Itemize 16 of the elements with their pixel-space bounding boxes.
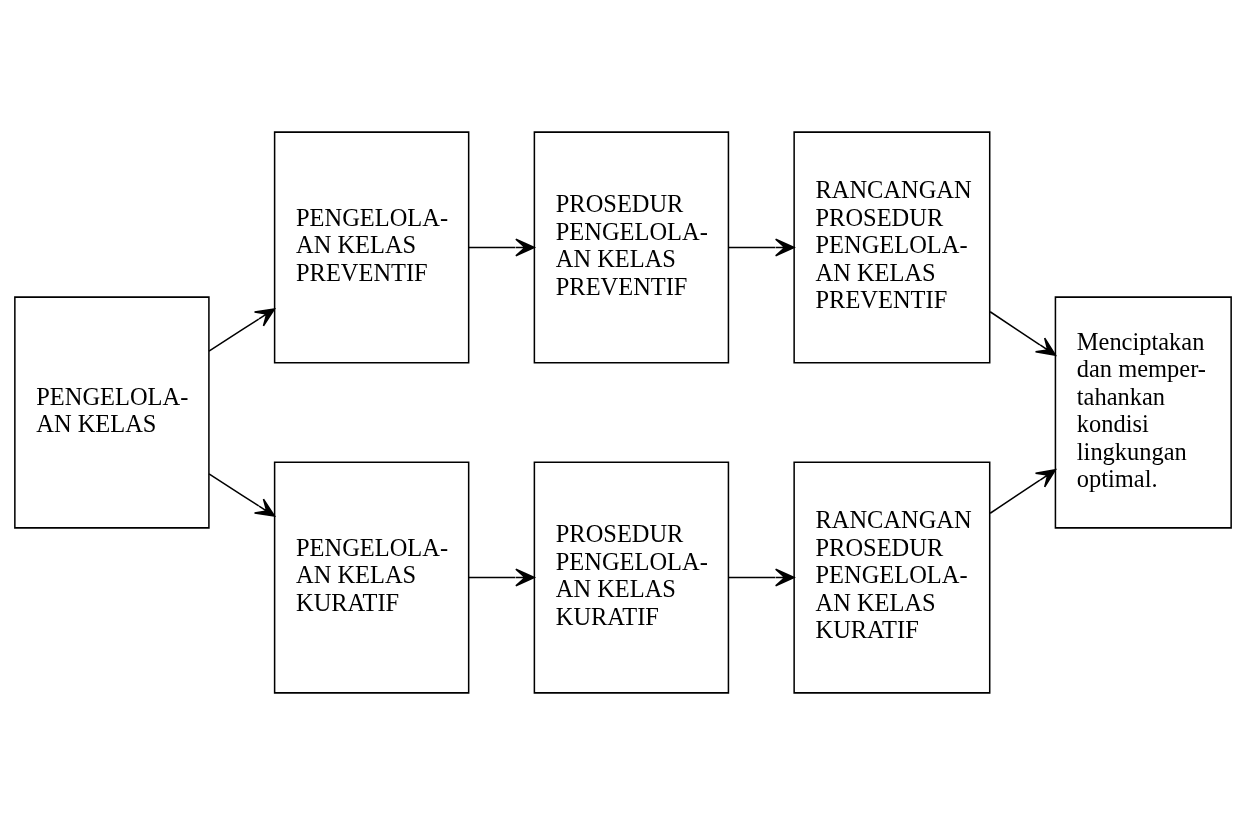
node-box: PROSEDUR PENGELOLA- AN KELAS PREVENTIF xyxy=(533,130,730,364)
arrow xyxy=(208,472,276,517)
node-box: Menciptakan dan memper- tahankan kondisi lingkungan optimal. xyxy=(1054,295,1232,529)
node-box: RANCANGAN PROSEDUR PENGELOLA- AN KELAS KURATIF xyxy=(793,460,991,694)
arrow xyxy=(468,568,535,587)
node-box: PENGELOLA- AN KELAS PREVENTIF xyxy=(273,130,470,364)
arrow xyxy=(208,307,276,352)
arrow xyxy=(468,237,535,256)
node-box: PENGELOLA- AN KELAS KURATIF xyxy=(273,460,470,694)
arrow xyxy=(989,468,1057,514)
arrow xyxy=(728,568,795,587)
node-box: PENGELOLA- AN KELAS xyxy=(14,295,210,529)
node-box: PROSEDUR PENGELOLA- AN KELAS KURATIF xyxy=(533,460,730,694)
arrow xyxy=(989,310,1057,356)
arrow xyxy=(728,237,795,256)
node-box: RANCANGAN PROSEDUR PENGELOLA- AN KELAS PREVENTIF xyxy=(793,130,991,364)
